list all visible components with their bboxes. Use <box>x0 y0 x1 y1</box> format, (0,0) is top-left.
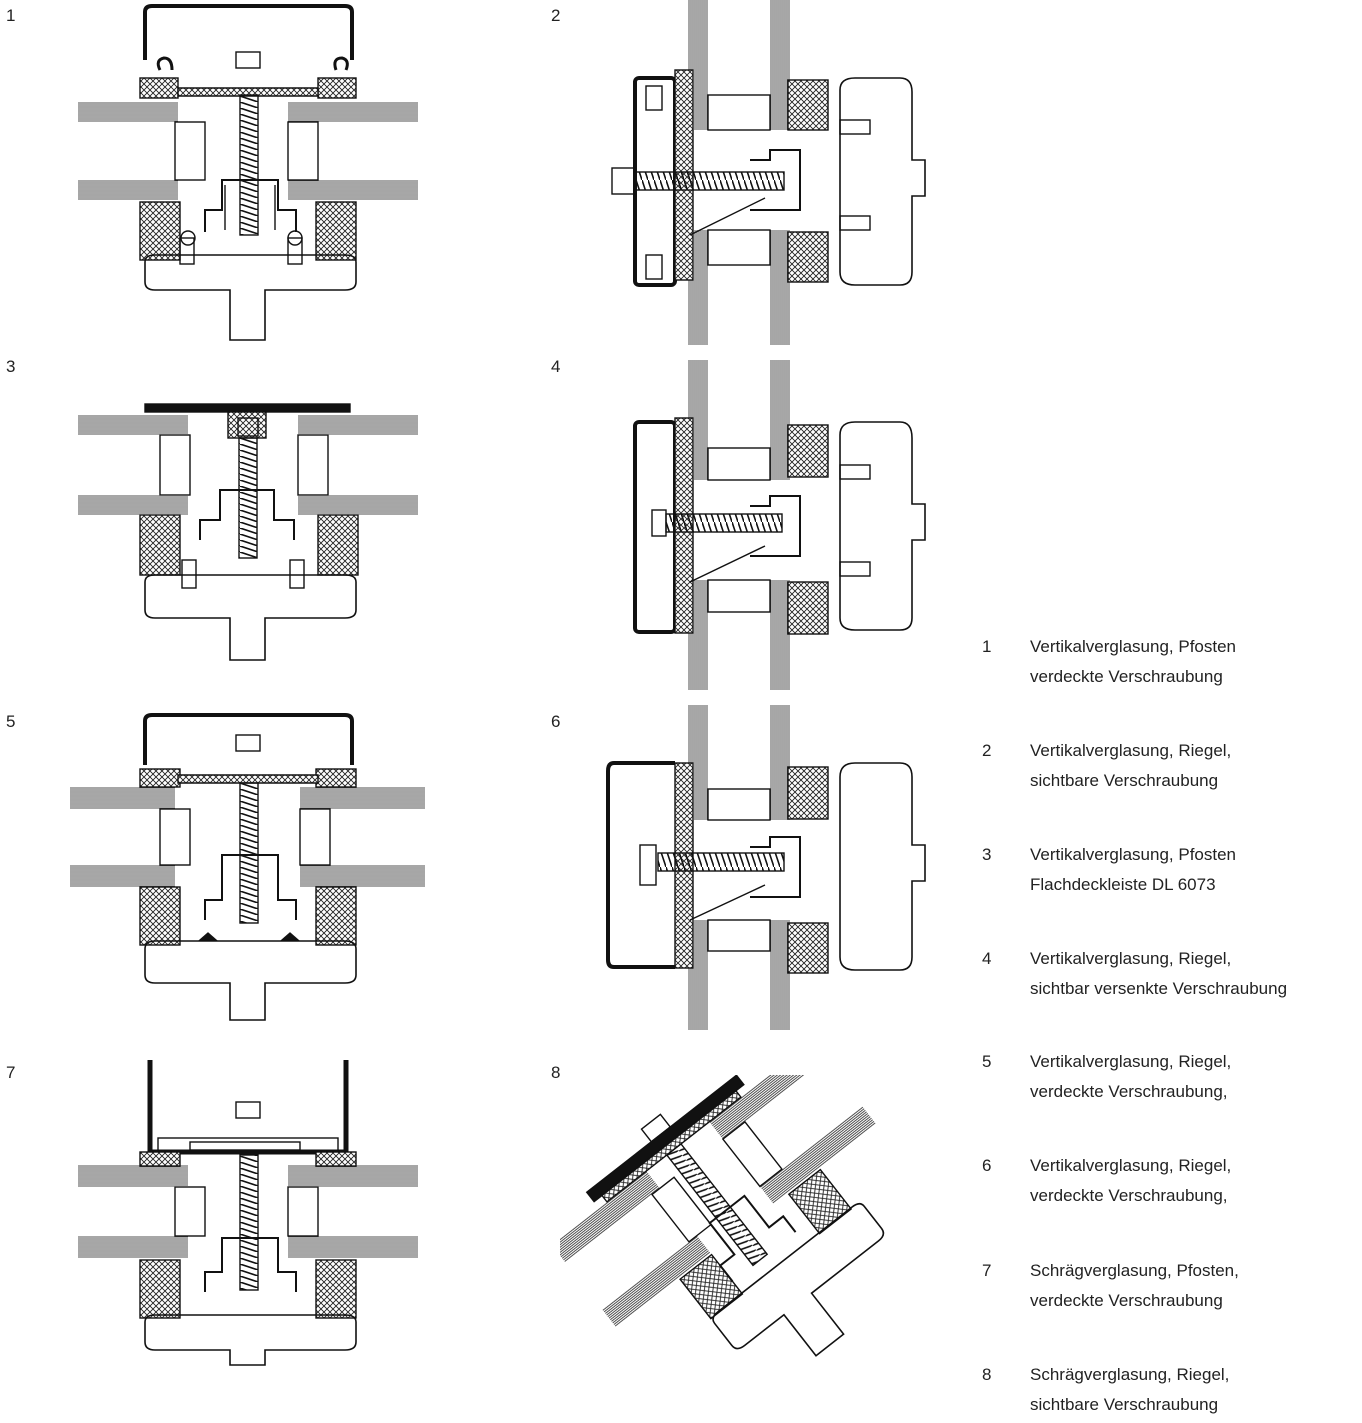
legend-text-line1: Vertikalverglasung, Riegel, <box>1030 741 1232 760</box>
legend-number: 6 <box>982 1156 992 1175</box>
legend-text-line2: verdeckte Verschraubung <box>1030 667 1223 686</box>
legend-text-line1: Vertikalverglasung, Pfosten <box>1030 845 1237 864</box>
section-drawing-7 <box>78 1060 418 1366</box>
section-drawing-3 <box>78 403 418 661</box>
legend-text-line1: Vertikalverglasung, Riegel, <box>1030 1052 1232 1071</box>
legend-text-line2: verdeckte Verschraubung, <box>1030 1186 1228 1205</box>
panel-number-7: 7 <box>6 1063 16 1082</box>
panel-number-5: 5 <box>6 712 16 731</box>
legend-text-line2: sichtbare Verschraubung <box>1030 1395 1219 1414</box>
legend-number: 1 <box>982 637 992 656</box>
panel-number-4: 4 <box>551 357 561 376</box>
legend-number: 5 <box>982 1052 992 1071</box>
panel-number-6: 6 <box>551 712 561 731</box>
panel-number-8: 8 <box>551 1063 561 1082</box>
section-drawing-6 <box>606 705 926 1030</box>
legend-text-line1: Vertikalverglasung, Pfosten <box>1030 637 1237 656</box>
panel-number-1: 1 <box>6 6 16 25</box>
legend-number: 4 <box>982 949 992 968</box>
legend-text-line2: verdeckte Verschraubung <box>1030 1291 1223 1310</box>
legend-text-line2: Flachdeckleiste DL 6073 <box>1030 875 1216 894</box>
legend-number: 3 <box>982 845 992 864</box>
section-drawing-8 <box>560 1075 885 1357</box>
legend-text-line2: sichtbar versenkte Verschraubung <box>1030 979 1288 998</box>
section-drawing-5 <box>70 713 425 1021</box>
legend-text-line1: Vertikalverglasung, Riegel, <box>1030 949 1232 968</box>
legend-text-line1: Vertikalverglasung, Riegel, <box>1030 1156 1232 1175</box>
legend-text-line1: Schrägverglasung, Riegel, <box>1030 1365 1230 1384</box>
legend-text-line2: verdeckte Verschraubung, <box>1030 1082 1228 1101</box>
legend-number: 7 <box>982 1261 992 1280</box>
legend-text-line2: sichtbare Verschraubung <box>1030 771 1219 790</box>
section-drawing-4 <box>633 360 926 690</box>
panel-number-3: 3 <box>6 357 16 376</box>
legend-number: 2 <box>982 741 992 760</box>
section-drawing-1 <box>78 4 418 341</box>
legend-text-line1: Schrägverglasung, Pfosten, <box>1030 1261 1239 1280</box>
panel-number-2: 2 <box>551 6 561 25</box>
legend-number: 8 <box>982 1365 992 1384</box>
section-drawing-2 <box>611 0 926 345</box>
